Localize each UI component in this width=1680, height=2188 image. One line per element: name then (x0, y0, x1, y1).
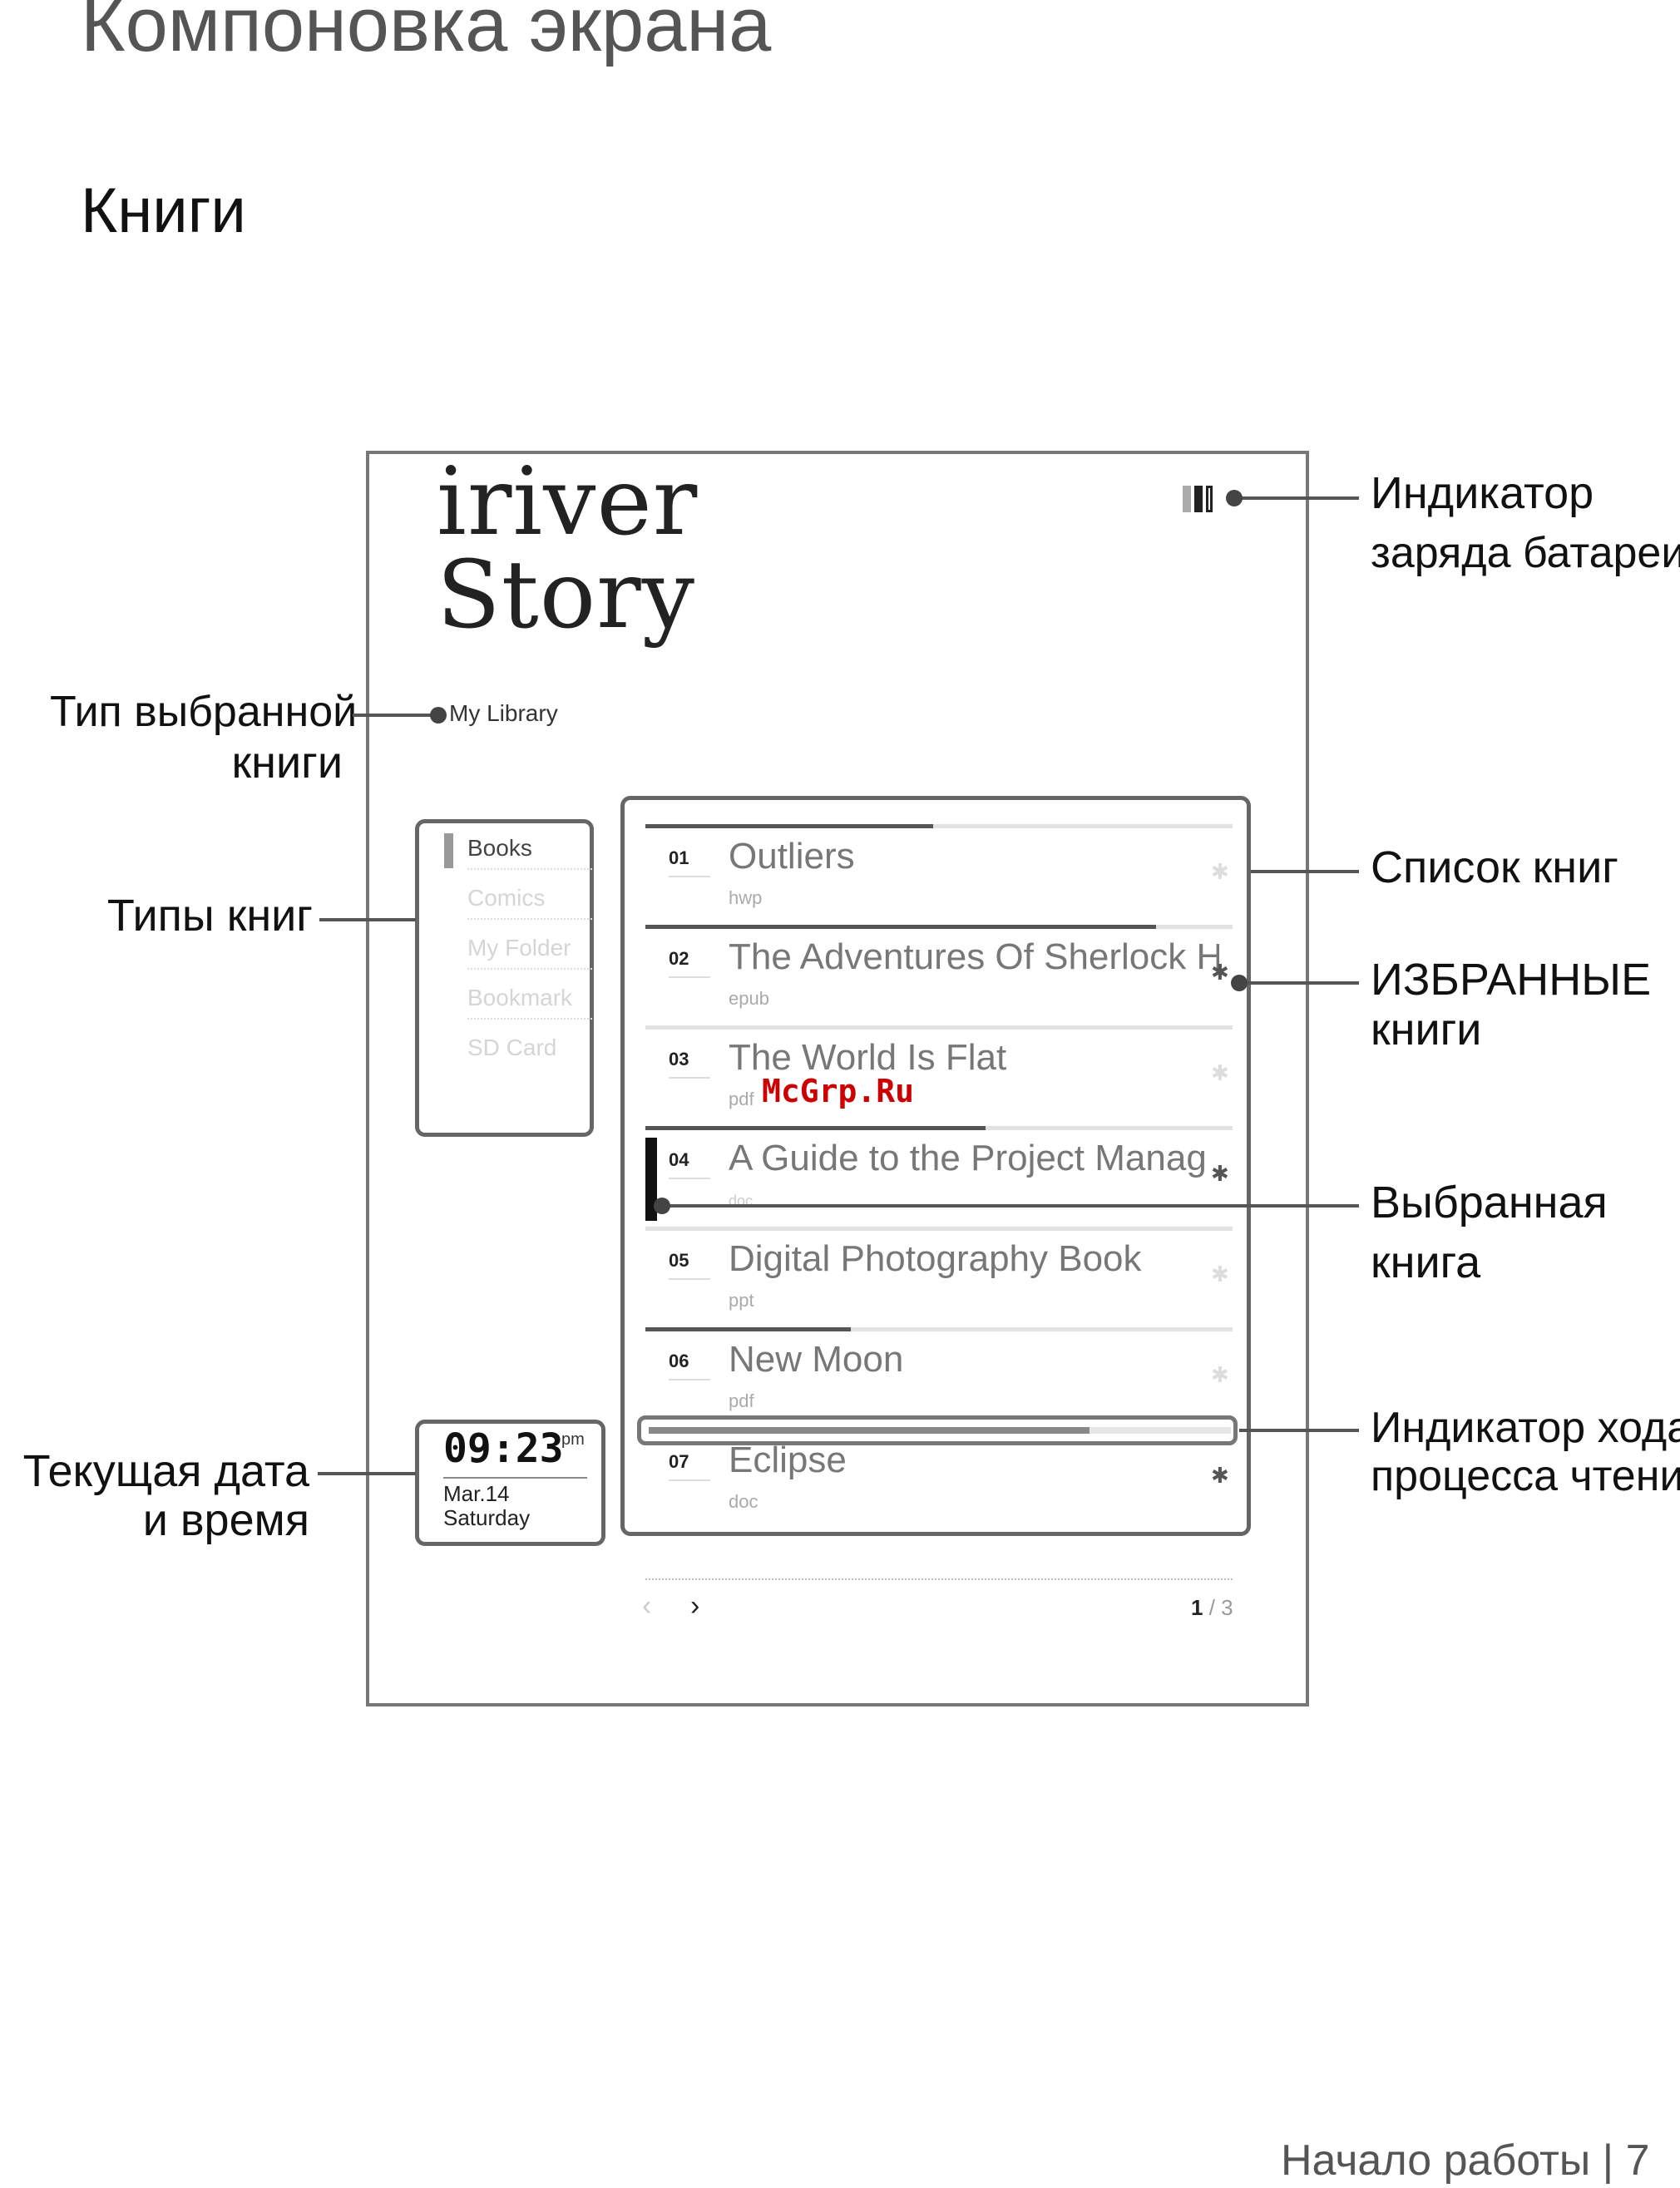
active-type-marker (444, 833, 453, 868)
book-format: pdf (729, 1089, 754, 1109)
book-title: Eclipse (729, 1440, 847, 1480)
book-row-05[interactable]: 05 Digital Photography Book ppt ✱ (645, 1227, 1233, 1327)
book-row-04-selected[interactable]: 04 A Guide to the Project Manag doc ✱ (645, 1126, 1233, 1227)
star-icon[interactable]: ✱ (1211, 1463, 1229, 1488)
book-types-panel (415, 819, 594, 1137)
callout-datetime-1: Текущая дата (22, 1446, 309, 1496)
book-row-02[interactable]: 02 The Adventures Of Sherlock H epub ✱ (645, 925, 1233, 1025)
book-format: pdf (729, 1390, 754, 1411)
reading-progress-fill (649, 1427, 1090, 1434)
type-item-books[interactable]: Books (467, 835, 592, 870)
callout-selected-book-2: книга (1371, 1237, 1481, 1287)
callout-selected-type-1: Тип выбранной (50, 688, 358, 736)
book-progress-bar (645, 824, 933, 828)
callout-book-list: Список книг (1371, 842, 1618, 892)
book-format: hwp (729, 887, 763, 908)
type-item-my-folder[interactable]: My Folder (467, 935, 592, 970)
clock-date: Mar.14 (443, 1481, 510, 1506)
book-row-01[interactable]: 01 Outliers hwp ✱ (645, 824, 1233, 925)
reading-progress-highlight (637, 1415, 1238, 1445)
clock-divider (443, 1477, 587, 1479)
clock-time: 09:23 (443, 1425, 564, 1472)
book-row-07[interactable]: 07 Eclipse doc ✱ (645, 1428, 1233, 1529)
clock-panel (415, 1420, 605, 1546)
type-item-bookmark[interactable]: Bookmark (467, 985, 592, 1020)
type-item-comics[interactable]: Comics (467, 885, 592, 920)
page-counter: 1 / 3 (1191, 1595, 1233, 1621)
watermark: McGrp.Ru (762, 1073, 915, 1109)
star-icon[interactable]: ✱ (1211, 859, 1229, 884)
logo-iriver: iriver (437, 448, 699, 556)
book-number: 03 (669, 1049, 689, 1069)
book-title: The World Is Flat (729, 1037, 1007, 1078)
page-title: Компоновка экрана (81, 0, 772, 67)
callout-selected-type-2: книги (231, 738, 343, 788)
library-label: My Library (449, 700, 558, 726)
book-format: doc (729, 1491, 758, 1512)
callout-favorites-1: ИЗБРАННЫЕ (1371, 955, 1652, 1005)
book-number: 01 (669, 847, 689, 868)
clock-day: Saturday (443, 1505, 531, 1530)
section-title: Книги (81, 175, 246, 246)
star-icon[interactable]: ✱ (1211, 1161, 1229, 1186)
chevron-right-icon[interactable]: › (690, 1590, 700, 1622)
type-item-sd-card[interactable]: SD Card (467, 1035, 557, 1060)
book-format: epub (729, 988, 769, 1009)
book-row-03[interactable]: 03 The World Is Flat pdf ✱ (645, 1025, 1233, 1126)
book-title: A Guide to the Project Manag (729, 1138, 1207, 1178)
callout-battery-1: Индикатор (1371, 468, 1594, 518)
book-number: 05 (669, 1250, 689, 1271)
book-number: 04 (669, 1149, 689, 1170)
callout-battery-2: заряда батареи (1371, 529, 1680, 577)
star-icon[interactable]: ✱ (1211, 960, 1229, 985)
page-footer: Начало работы | 7 (1281, 2136, 1650, 2185)
callout-favorites-2: книги (1371, 1005, 1482, 1054)
page-total: / 3 (1203, 1595, 1233, 1620)
callout-reading-progress-2: процесса чтения (1371, 1452, 1680, 1500)
chevron-left-icon[interactable]: ‹ (642, 1590, 652, 1622)
callout-datetime-2: и время (142, 1495, 309, 1545)
book-number: 06 (669, 1351, 689, 1371)
battery-icon (1183, 486, 1216, 512)
book-title: The Adventures Of Sherlock H (729, 936, 1219, 977)
star-icon[interactable]: ✱ (1211, 1362, 1229, 1387)
selected-book-marker (645, 1138, 657, 1221)
book-progress-bar (645, 1327, 852, 1331)
book-list-panel (620, 796, 1251, 1536)
book-title: Outliers (729, 836, 855, 877)
book-title: Digital Photography Book (729, 1238, 1142, 1279)
clock-ampm: pm (561, 1430, 585, 1449)
logo-story: Story (437, 541, 695, 649)
book-number: 02 (669, 948, 689, 969)
book-row-06[interactable]: 06 New Moon pdf ✱ (645, 1327, 1233, 1428)
star-icon[interactable]: ✱ (1211, 1262, 1229, 1287)
callout-reading-progress-1: Индикатор хода (1371, 1404, 1680, 1452)
callout-book-types: Типы книг (106, 891, 313, 941)
book-title: New Moon (729, 1339, 904, 1380)
book-progress-bar (645, 1126, 986, 1130)
book-number: 07 (669, 1451, 689, 1472)
callout-selected-book-1: Выбранная (1371, 1178, 1608, 1227)
list-footer-divider (645, 1578, 1233, 1580)
book-progress-bar (645, 925, 1157, 929)
page-current: 1 (1191, 1595, 1203, 1620)
star-icon[interactable]: ✱ (1211, 1060, 1229, 1085)
device-screen (366, 451, 1309, 1706)
book-format: ppt (729, 1290, 754, 1311)
